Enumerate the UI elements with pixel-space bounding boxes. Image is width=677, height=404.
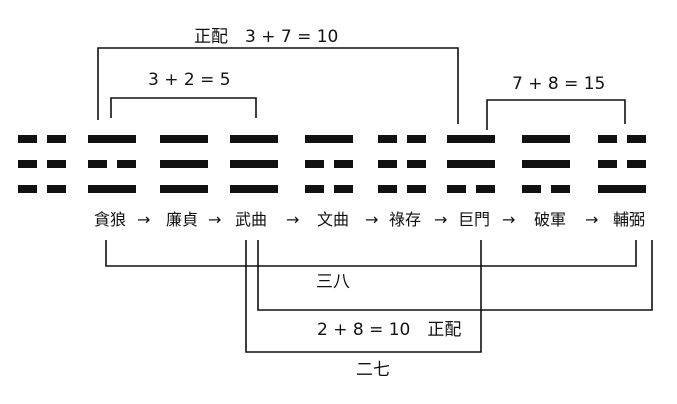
solid-line — [88, 135, 136, 143]
trigram-1 — [18, 135, 66, 193]
trigram-8 — [522, 135, 570, 193]
solid-line — [230, 160, 278, 168]
broken-line-segment — [522, 185, 541, 193]
bracket-inner-pair — [110, 97, 257, 118]
trigram-7 — [447, 135, 495, 193]
trigram-6 — [378, 135, 426, 193]
bracket-top-pair — [97, 47, 459, 124]
broken-line-segment — [305, 160, 324, 168]
star-lianzhen: 廉貞 — [166, 210, 199, 229]
broken-line-segment — [407, 185, 426, 193]
arrow-1: → — [137, 210, 151, 229]
broken-line-segment — [47, 185, 66, 193]
trigram-9 — [598, 135, 646, 193]
star-pojun: 破軍 — [534, 210, 567, 229]
broken-line-segment — [476, 185, 495, 193]
solid-line — [230, 185, 278, 193]
label-right-pair: 7 + 8 = 15 — [512, 74, 606, 94]
solid-line — [522, 135, 570, 143]
star-wenqu: 文曲 — [317, 210, 350, 229]
arrow-7: → — [585, 210, 599, 229]
trigram-2 — [88, 135, 136, 193]
broken-line-segment — [407, 135, 426, 143]
label-inner-pair: 3 + 2 = 5 — [148, 70, 231, 90]
broken-line-segment — [18, 135, 37, 143]
bracket-right-pair — [486, 99, 626, 130]
trigram-5 — [305, 135, 353, 193]
broken-line-segment — [627, 160, 646, 168]
trigram-row — [18, 135, 646, 193]
trigram-3 — [160, 135, 208, 193]
broken-line-segment — [305, 185, 324, 193]
broken-line-segment — [334, 160, 353, 168]
arrow-3: → — [286, 210, 300, 229]
broken-line-segment — [88, 160, 107, 168]
label-san-ba: 三八 — [316, 272, 350, 292]
solid-line — [160, 185, 208, 193]
broken-line-segment — [334, 185, 353, 193]
label-bottom-pair: 2 + 8 = 10 正配 — [317, 320, 462, 340]
star-fubi: 輔弼 — [613, 210, 646, 229]
broken-line-segment — [18, 185, 37, 193]
arrow-2: → — [208, 210, 222, 229]
broken-line-segment — [378, 185, 397, 193]
broken-line-segment — [598, 160, 617, 168]
solid-line — [522, 160, 570, 168]
broken-line-segment — [18, 160, 37, 168]
broken-line-segment — [551, 185, 570, 193]
solid-line — [447, 135, 495, 143]
bracket-san-ba — [105, 240, 637, 267]
solid-line — [160, 160, 208, 168]
solid-line — [88, 185, 136, 193]
connector-lines — [97, 47, 653, 353]
label-top-pair: 正配 3 + 7 = 10 — [194, 27, 339, 47]
broken-line-segment — [378, 135, 397, 143]
solid-line — [447, 160, 495, 168]
label-er-qi: 二七 — [356, 360, 390, 380]
solid-line — [230, 135, 278, 143]
broken-line-segment — [47, 160, 66, 168]
broken-line-segment — [447, 185, 466, 193]
bracket-er-qi — [245, 240, 482, 353]
broken-line-segment — [117, 160, 136, 168]
broken-line-segment — [627, 135, 646, 143]
star-tanlang: 貪狼 — [94, 210, 127, 229]
trigram-4 — [230, 135, 278, 193]
arrow-6: → — [502, 210, 516, 229]
solid-line — [305, 135, 353, 143]
solid-line — [160, 135, 208, 143]
star-wuqu: 武曲 — [235, 210, 268, 229]
star-jumen: 巨門 — [458, 210, 491, 229]
broken-line-segment — [47, 135, 66, 143]
arrow-4: → — [365, 210, 379, 229]
bracket-bottom-pair — [257, 240, 653, 311]
broken-line-segment — [407, 160, 426, 168]
arrow-5: → — [434, 210, 448, 229]
solid-line — [598, 185, 646, 193]
broken-line-segment — [378, 160, 397, 168]
star-lucun: 祿存 — [389, 210, 422, 229]
broken-line-segment — [598, 135, 617, 143]
